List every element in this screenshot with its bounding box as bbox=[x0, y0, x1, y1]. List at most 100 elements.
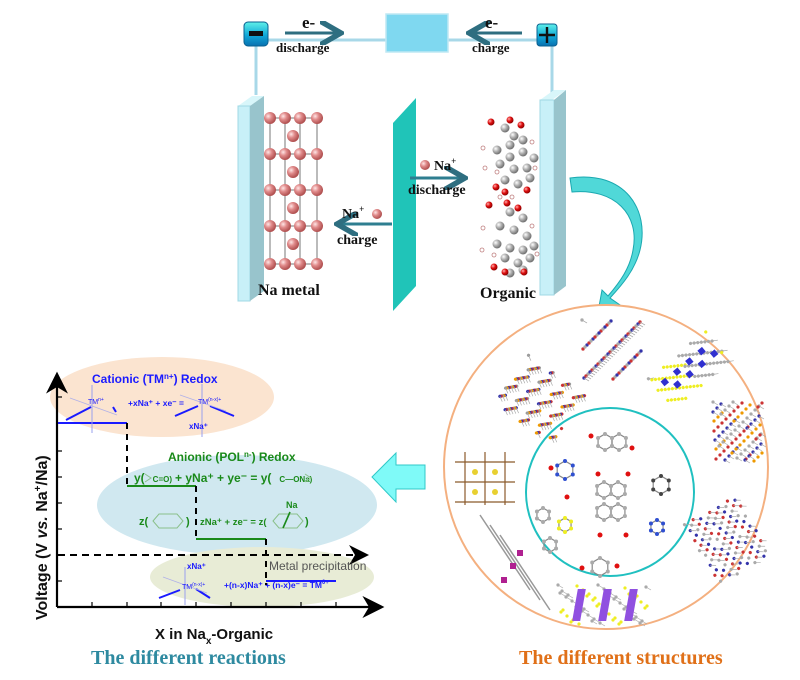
atom bbox=[722, 449, 726, 453]
atom bbox=[728, 413, 732, 417]
bond bbox=[581, 319, 588, 324]
cationic-equation: +xNa⁺ + xe⁻ = bbox=[128, 398, 184, 408]
bond bbox=[527, 369, 531, 376]
bond bbox=[557, 393, 561, 399]
atom bbox=[665, 365, 669, 369]
bond bbox=[583, 377, 590, 382]
bond bbox=[715, 517, 722, 519]
oxygen-atom bbox=[595, 471, 601, 477]
atom bbox=[623, 586, 627, 590]
electron-label-right: e- bbox=[485, 13, 499, 32]
sulfur-atom bbox=[492, 469, 498, 475]
atom bbox=[712, 522, 716, 526]
atom bbox=[613, 616, 617, 620]
na-atom bbox=[294, 220, 306, 232]
ring-atom bbox=[623, 444, 628, 448]
structures-panel: The different structures bbox=[443, 304, 769, 669]
bond bbox=[613, 347, 620, 352]
atom bbox=[708, 563, 712, 567]
bond bbox=[585, 375, 592, 380]
ring-atom bbox=[616, 502, 620, 506]
bond bbox=[709, 512, 716, 513]
bond bbox=[510, 408, 514, 415]
bond bbox=[760, 540, 767, 542]
bond bbox=[736, 447, 743, 452]
bond bbox=[555, 393, 559, 400]
bond bbox=[538, 382, 542, 388]
metal-node bbox=[517, 550, 523, 556]
atom bbox=[693, 539, 697, 543]
na-atom bbox=[279, 258, 291, 270]
atom bbox=[593, 335, 597, 339]
bond bbox=[539, 367, 543, 374]
bond bbox=[733, 505, 740, 507]
atom bbox=[694, 533, 698, 537]
bond bbox=[678, 354, 685, 357]
bond bbox=[745, 542, 752, 543]
tm-left: TMn+ bbox=[88, 397, 104, 406]
ring-atom bbox=[609, 506, 614, 510]
oxygen-atom bbox=[614, 563, 620, 569]
bond bbox=[750, 525, 756, 527]
atom bbox=[712, 429, 716, 433]
atom bbox=[754, 555, 758, 559]
atom bbox=[729, 567, 733, 571]
bond bbox=[563, 406, 567, 413]
bond bbox=[552, 394, 556, 400]
atom bbox=[756, 455, 760, 459]
bond bbox=[748, 531, 755, 533]
bond bbox=[605, 355, 612, 360]
atom bbox=[699, 543, 703, 547]
bond bbox=[611, 349, 618, 354]
atom bbox=[706, 516, 710, 520]
ring-atom bbox=[622, 484, 627, 488]
atom bbox=[595, 604, 599, 608]
reactions-panel: Cationic (TMn+) Redox TMn+ +xNa⁺ + xe⁻ =… bbox=[33, 357, 385, 669]
bond bbox=[720, 413, 727, 418]
carbonyl-bond-icon bbox=[144, 473, 152, 483]
electron-label-left: e- bbox=[302, 13, 316, 32]
atom bbox=[713, 573, 717, 577]
bond bbox=[577, 396, 581, 403]
bond bbox=[712, 401, 719, 406]
ring-atom bbox=[570, 472, 575, 477]
atom bbox=[706, 542, 711, 546]
bond bbox=[536, 368, 540, 374]
oxygen-atom bbox=[514, 204, 522, 212]
ring-atom bbox=[595, 514, 600, 518]
ring-atom bbox=[661, 528, 666, 533]
bond bbox=[521, 399, 525, 406]
metal-equation: +(n-x)Na⁺ + (n-x)e⁻ = TM0+ bbox=[224, 580, 329, 590]
hydrogen-atom bbox=[532, 165, 538, 171]
atom bbox=[675, 375, 679, 379]
ring-atom bbox=[563, 477, 567, 481]
atom bbox=[721, 515, 725, 520]
bond bbox=[613, 598, 620, 603]
oxygen-atom bbox=[506, 116, 514, 124]
atom bbox=[595, 333, 599, 337]
ring-atom bbox=[569, 526, 574, 531]
atom bbox=[719, 521, 724, 525]
bond bbox=[526, 412, 530, 419]
carbon-atom bbox=[495, 221, 505, 231]
atom bbox=[740, 401, 744, 405]
carbon-atom bbox=[509, 164, 519, 174]
ring-atom bbox=[617, 432, 621, 436]
atom bbox=[705, 521, 709, 525]
bond bbox=[639, 321, 646, 326]
oxygen-atom bbox=[501, 188, 509, 196]
ring-atom bbox=[602, 518, 606, 522]
atom bbox=[629, 359, 633, 363]
uric-acid-molecule bbox=[555, 459, 575, 481]
oxygen-atom bbox=[490, 263, 498, 271]
atom bbox=[747, 556, 751, 560]
bond bbox=[705, 528, 712, 530]
atom bbox=[708, 510, 712, 515]
ring-atom bbox=[605, 569, 610, 574]
bond bbox=[571, 405, 575, 411]
atom bbox=[688, 385, 692, 389]
na-atom bbox=[264, 112, 276, 124]
bond bbox=[730, 516, 737, 517]
bond bbox=[637, 323, 644, 328]
bond bbox=[722, 431, 729, 436]
